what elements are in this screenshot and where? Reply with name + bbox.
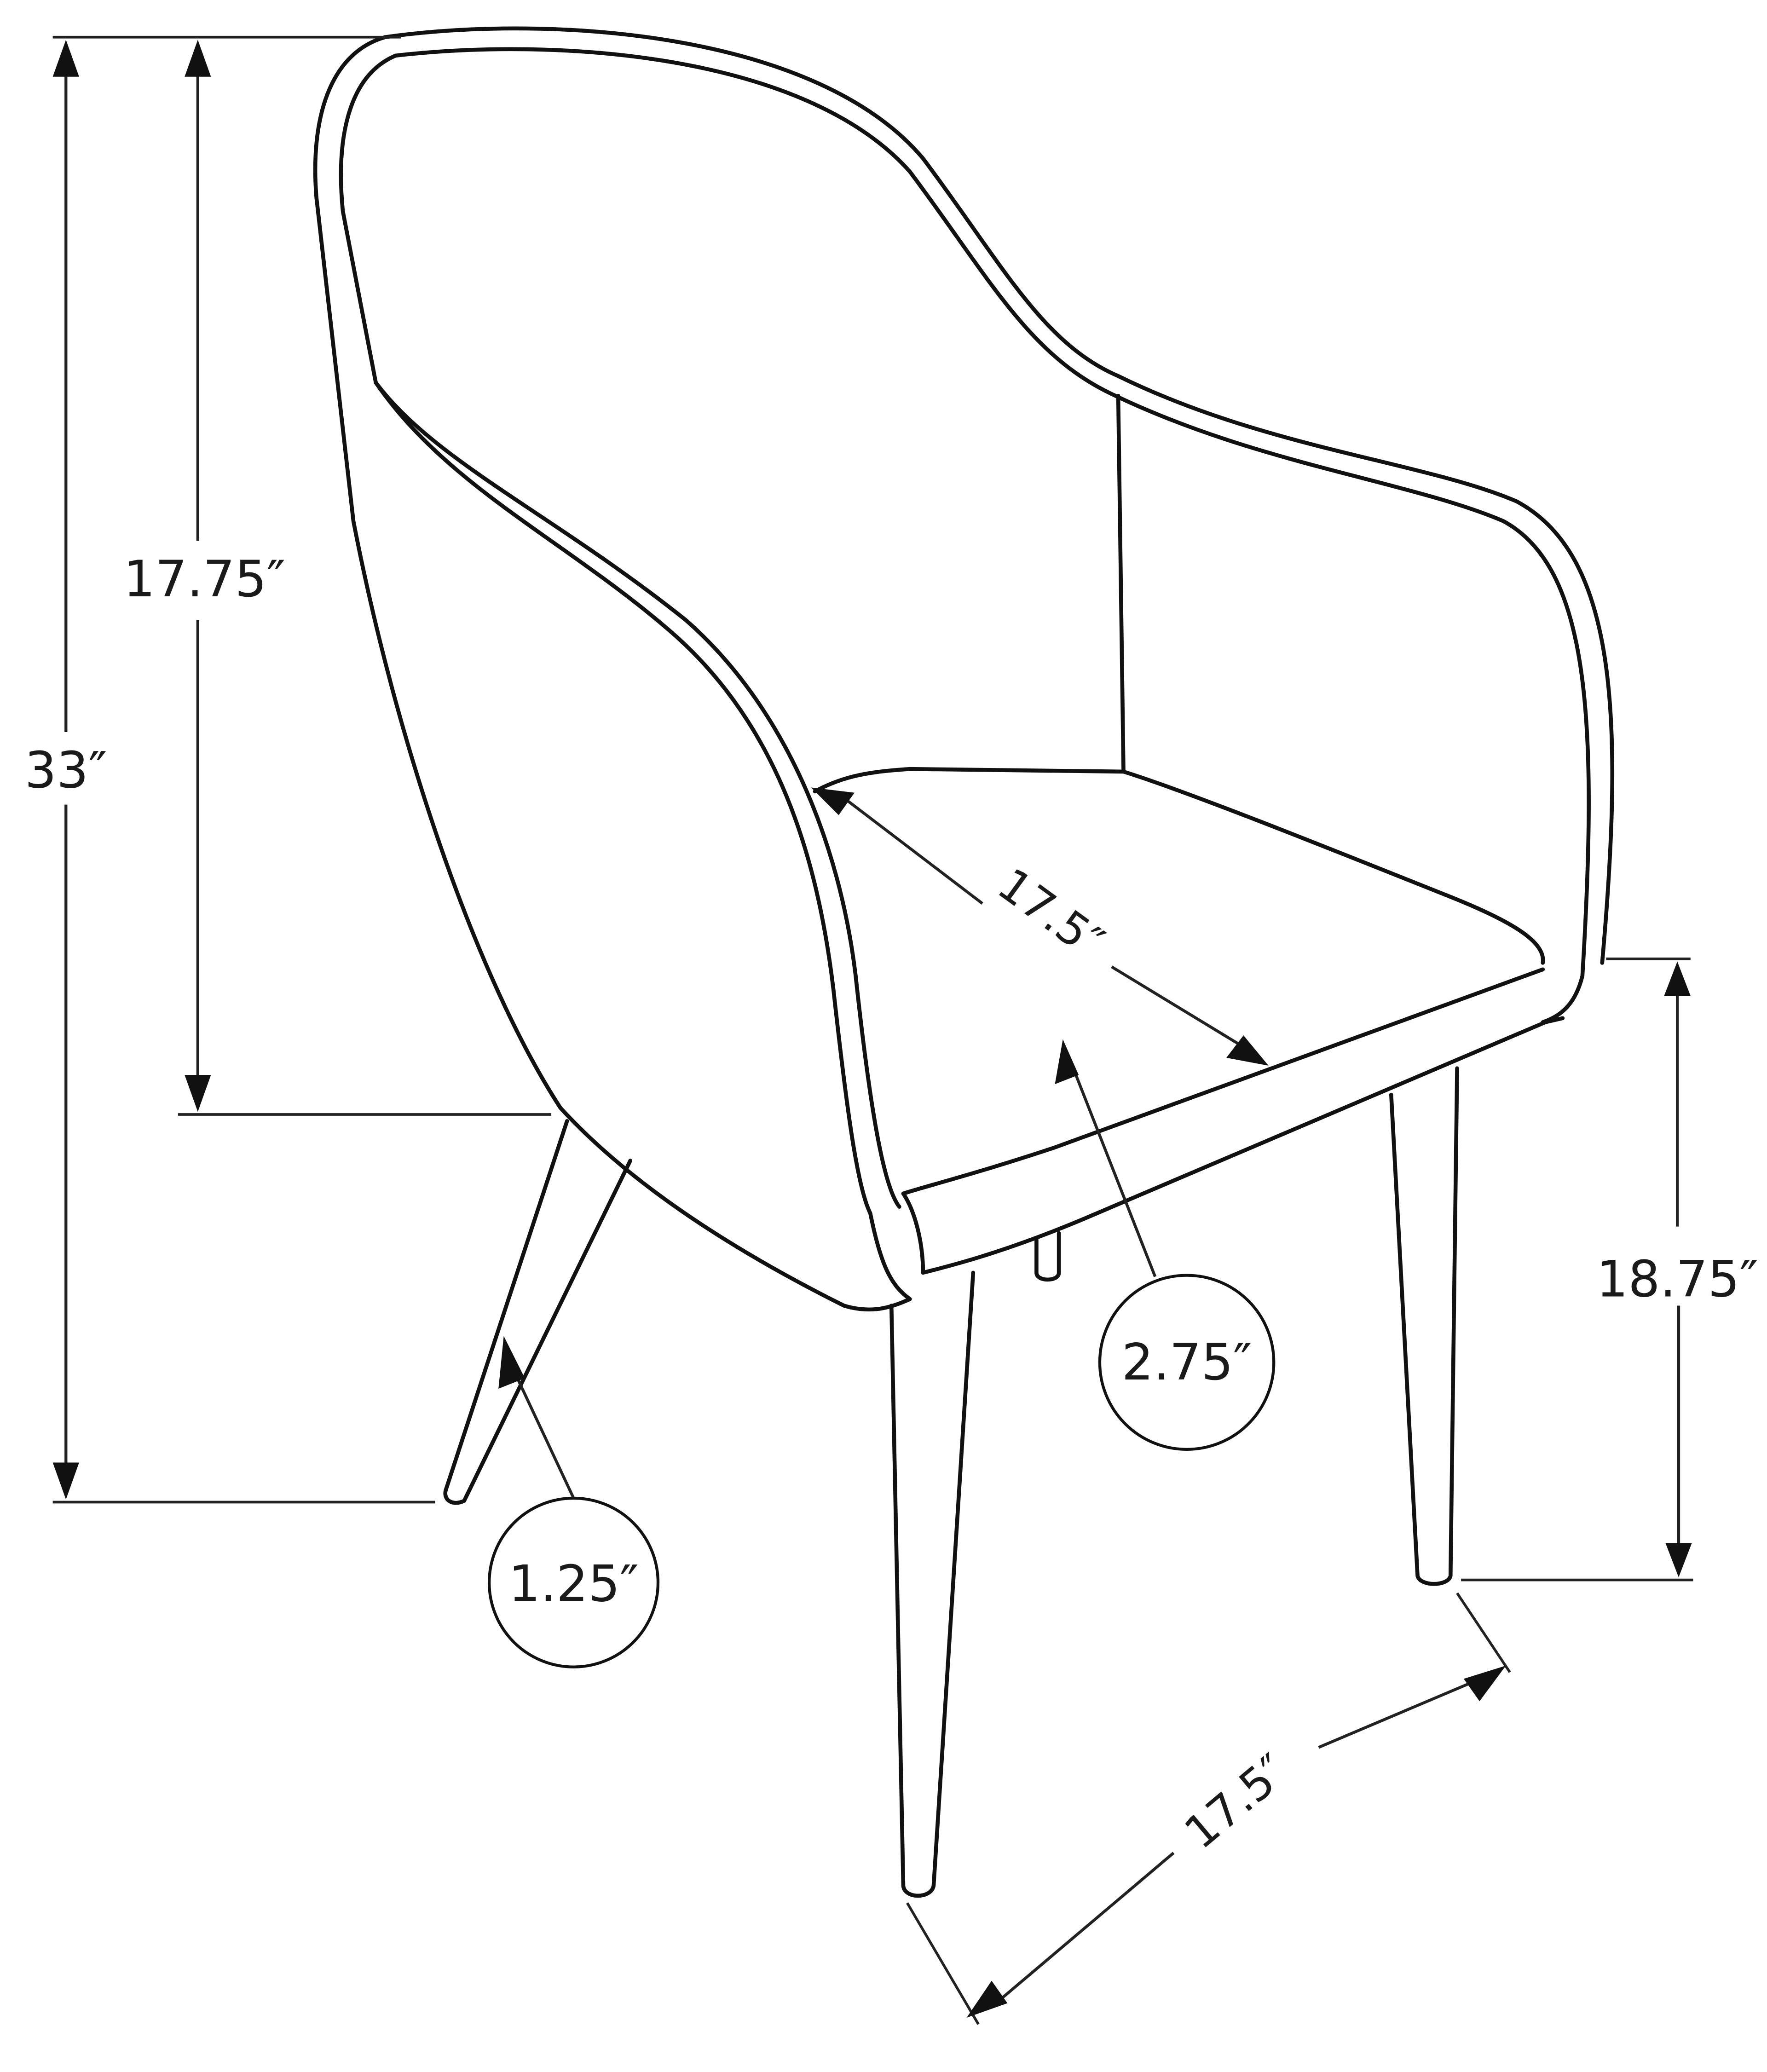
chair-top-rim-inner xyxy=(393,47,1118,398)
callout-circle xyxy=(488,1496,660,1668)
seat-cushion-front-bottom xyxy=(921,1016,1565,1275)
chair-left-arm-inner xyxy=(374,381,901,1209)
chair-back-inner xyxy=(339,53,398,385)
dimension-back-height: 17.75″ xyxy=(123,40,551,1116)
chair-back-seam xyxy=(1116,393,1126,774)
arrow-up-icon xyxy=(1664,961,1691,996)
extension-line xyxy=(1456,1592,1511,1673)
back-height-label: 17.75″ xyxy=(123,550,285,608)
chair-right-arm-outer xyxy=(1116,374,1615,965)
chair-back-outer xyxy=(313,35,912,1312)
seat-cushion-front-top xyxy=(901,967,1545,1196)
cushion-thickness-label: 2.75″ xyxy=(1122,1333,1252,1391)
callout-cushion-thickness: 2.75″ xyxy=(1055,1039,1276,1451)
arrow-icon xyxy=(1463,1665,1506,1702)
front-left-leg xyxy=(889,1270,976,1898)
leader-line xyxy=(1067,1054,1157,1277)
chair-right-arm-inner xyxy=(1114,393,1591,1024)
seat-depth-label: 17.5″ xyxy=(988,858,1113,969)
chair-drawing xyxy=(313,26,1615,1898)
arrow-up-icon xyxy=(52,40,79,77)
chair-left-arm-inner-2 xyxy=(374,381,912,1301)
back-left-leg xyxy=(443,1119,633,1505)
arrow-down-icon xyxy=(1665,1543,1692,1577)
arrow-icon xyxy=(811,787,855,815)
front-right-leg xyxy=(1389,1066,1459,1586)
arrow-icon xyxy=(1055,1039,1079,1085)
dimension-line xyxy=(1111,965,1247,1050)
extension-line xyxy=(906,1902,980,2025)
arrow-up-icon xyxy=(185,40,211,77)
callout-circle xyxy=(1098,1274,1276,1451)
back-right-leg-stub xyxy=(1034,1231,1061,1282)
arrow-icon xyxy=(1226,1035,1269,1066)
dimension-overall-height: 33″ xyxy=(25,35,435,1504)
overall-height-label: 33″ xyxy=(25,741,107,799)
leader-line xyxy=(513,1371,575,1499)
dimension-seat-depth: 17.5″ xyxy=(811,787,1269,1066)
callout-leg-diameter: 1.25″ xyxy=(488,1336,660,1668)
base-width-label: 17.5″ xyxy=(1175,1744,1298,1858)
dimension-line xyxy=(843,796,983,905)
arrow-icon xyxy=(966,1980,1008,2018)
dimension-line xyxy=(1318,1676,1484,1749)
dimension-seat-height: 18.75″ xyxy=(1461,957,1758,1581)
seat-cushion-top xyxy=(813,767,1545,965)
chair-top-rim xyxy=(383,26,1120,378)
dimension-line xyxy=(1001,1852,1175,1999)
arrow-down-icon xyxy=(52,1462,79,1500)
dimension-base-width: 17.5″ xyxy=(906,1592,1511,2025)
arrow-icon xyxy=(498,1336,525,1389)
seat-cushion-left-edge xyxy=(901,1191,925,1275)
seat-height-label: 18.75″ xyxy=(1596,1250,1758,1308)
leg-diameter-label: 1.25″ xyxy=(508,1554,639,1613)
arrow-down-icon xyxy=(185,1075,211,1112)
